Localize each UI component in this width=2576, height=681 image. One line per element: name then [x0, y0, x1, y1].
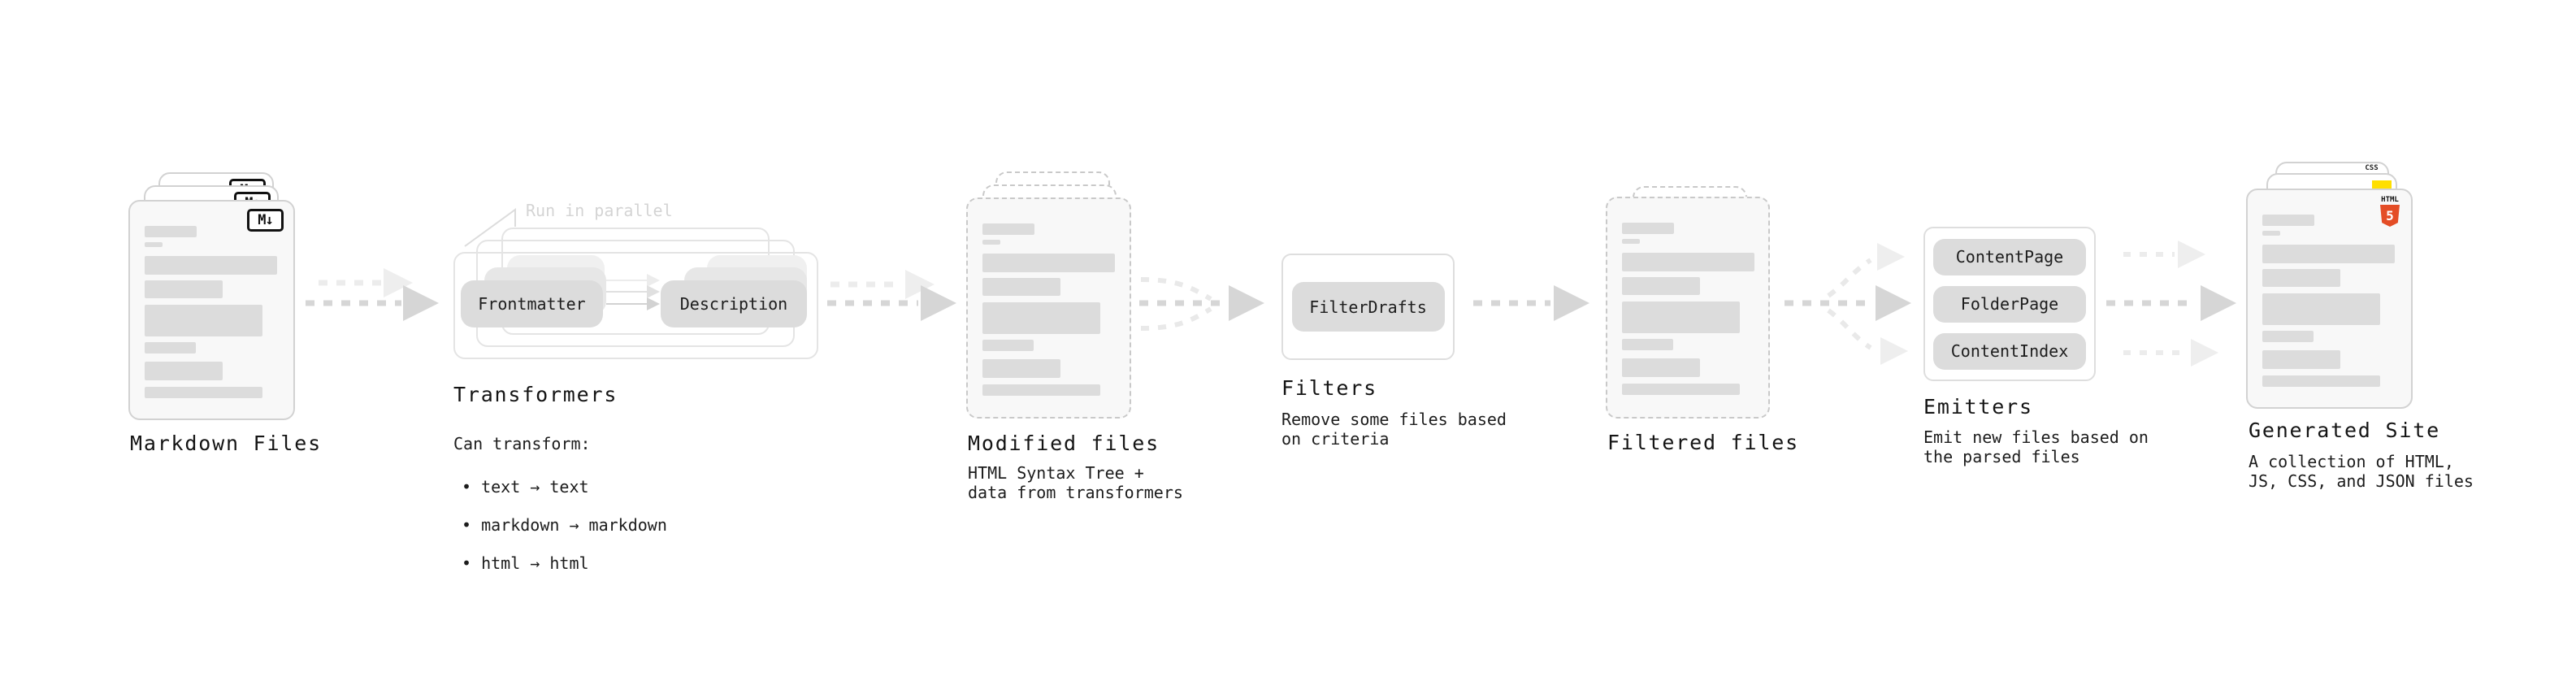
description-chip-label: Description: [679, 294, 788, 314]
text-line: [982, 384, 1100, 396]
transformers-bullet: • html → html: [462, 553, 589, 573]
text-line: [1622, 339, 1673, 350]
text-line: [145, 226, 197, 237]
stage-label-filters: Filters: [1281, 376, 1377, 400]
text-line: [2262, 245, 2395, 263]
text-line: [1622, 239, 1640, 244]
emitters-description: Emit new files based on the parsed files: [1923, 427, 2149, 466]
folderpage-chip: FolderPage: [1933, 285, 2086, 323]
stage-label-modified-files: Modified files: [968, 432, 1160, 455]
run-in-parallel-note: Run in parallel: [526, 201, 673, 220]
contentpage-chip: ContentPage: [1933, 238, 2086, 275]
stage-label-generated-site: Generated Site: [2249, 419, 2440, 442]
html5-icon-shield: 5: [2380, 205, 2400, 227]
html5-icon-number: 5: [2386, 207, 2394, 223]
arrow-emitters-to-generated: [2106, 241, 2236, 367]
filters-box: FilterDrafts: [1281, 254, 1455, 360]
description-chip: Description: [661, 280, 807, 327]
text-line: [982, 223, 1034, 235]
frontmatter-chip: Frontmatter: [461, 280, 603, 327]
stage-label-transformers: Transformers: [453, 383, 618, 406]
text-line: [2262, 350, 2340, 369]
stage-label-markdown-files: Markdown Files: [130, 432, 322, 455]
emitters-box: ContentPage FolderPage ContentIndex: [1923, 227, 2096, 381]
transformers-description-intro: Can transform:: [453, 433, 591, 453]
text-line: [145, 362, 223, 380]
css-icon-text: CSS: [2365, 164, 2379, 172]
arrow-frontmatter-to-description: [606, 274, 660, 310]
text-line: [145, 280, 223, 298]
html5-icon: HTML 5: [2379, 196, 2400, 227]
text-line: [145, 256, 277, 275]
text-line: [145, 305, 262, 336]
modified-file-card-front: [966, 197, 1131, 419]
stage-label-filtered-files: Filtered files: [1607, 431, 1799, 454]
doc-text-placeholder: [2262, 215, 2395, 387]
arrow-transformers-to-modified: [827, 270, 956, 321]
text-line: [145, 342, 196, 354]
folderpage-chip-label: FolderPage: [1960, 294, 2059, 314]
doc-text-placeholder: [145, 226, 277, 398]
html5-icon-word: HTML: [2381, 196, 2399, 204]
transformers-description: Can transform: • text → text • markdown …: [453, 415, 667, 611]
contentindex-chip-label: ContentIndex: [1950, 341, 2069, 361]
frontmatter-chip-label: Frontmatter: [478, 294, 586, 314]
markdown-icon: M↓: [247, 209, 284, 232]
filters-description: Remove some files based on criteria: [1281, 410, 1507, 449]
arrow-filters-to-filtered: [1473, 285, 1589, 321]
generated-site-description: A collection of HTML, JS, CSS, and JSON …: [2249, 452, 2474, 491]
stage-label-emitters: Emitters: [1923, 395, 2033, 419]
modified-files-description: HTML Syntax Tree + data from transformer…: [968, 463, 1183, 502]
note-connector-line: [464, 208, 516, 247]
text-line: [145, 242, 163, 247]
text-line: [2262, 215, 2314, 226]
text-line: [1622, 253, 1754, 271]
text-line: [982, 254, 1115, 272]
generated-html-file-card: HTML 5: [2246, 189, 2413, 409]
text-line: [2262, 375, 2380, 387]
arrow-markdown-to-transformers: [306, 268, 439, 321]
markdown-file-card-front: M↓: [128, 200, 295, 420]
doc-text-placeholder: [982, 223, 1115, 396]
text-line: [145, 387, 262, 398]
text-line: [982, 359, 1060, 378]
text-line: [982, 240, 1000, 245]
text-line: [2262, 231, 2280, 236]
arrow-modified-to-filters: [1139, 277, 1264, 331]
text-line: [2262, 269, 2340, 287]
text-line: [982, 340, 1034, 351]
contentpage-chip-label: ContentPage: [1955, 247, 2064, 267]
text-line: [1622, 301, 1740, 333]
markdown-icon-text: M↓: [258, 211, 274, 228]
transformers-bullet: • markdown → markdown: [462, 514, 667, 535]
transformers-bullet-list: • text → text • markdown → markdown • ht…: [453, 458, 667, 592]
text-line: [1622, 358, 1700, 377]
text-line: [2262, 331, 2314, 342]
text-line: [2262, 293, 2380, 325]
transformers-bullet: • text → text: [462, 476, 589, 497]
filterdrafts-chip: FilterDrafts: [1291, 282, 1445, 332]
js-file-icon: [2372, 180, 2392, 189]
text-line: [1622, 223, 1674, 234]
filtered-file-card-front: [1606, 197, 1770, 419]
contentindex-chip: ContentIndex: [1933, 332, 2086, 370]
filterdrafts-chip-label: FilterDrafts: [1309, 297, 1427, 317]
doc-text-placeholder: [1622, 223, 1754, 395]
arrow-filtered-to-emitters: [1785, 243, 1911, 365]
text-line: [982, 278, 1060, 296]
text-line: [982, 302, 1100, 334]
text-line: [1622, 384, 1740, 395]
text-line: [1622, 277, 1700, 295]
transformer-container-front: [453, 252, 818, 359]
